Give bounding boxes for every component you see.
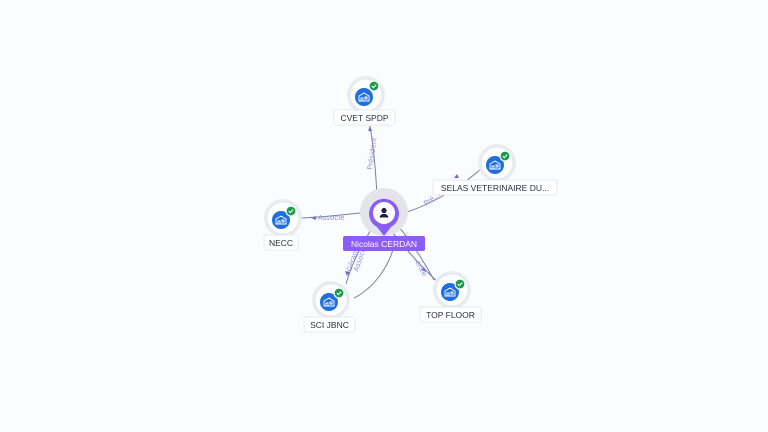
node-top-floor[interactable]: TOP FLOOR: [419, 271, 482, 323]
node-selas-veterinaire[interactable]: SELAS VETERINAIRE DU...: [432, 144, 558, 196]
arrow-topfloor: [421, 267, 426, 272]
building-icon: [441, 283, 459, 301]
center-node-person[interactable]: Nicolas CERDAN: [343, 188, 425, 251]
arrow-cvet: [368, 126, 372, 131]
node-label: SELAS VETERINAIRE DU...: [441, 183, 549, 193]
edge-sci-gerant: [345, 227, 373, 285]
building-icon: [320, 293, 338, 311]
arrow-sci: [345, 271, 350, 276]
verified-check-icon: [285, 205, 297, 217]
verified-check-icon: [333, 287, 345, 299]
edge-label-cvet: Président: [366, 137, 379, 171]
node-label: TOP FLOOR: [426, 310, 475, 320]
node-sci-jbnc[interactable]: SCI JBNC: [303, 281, 356, 333]
center-node-label: Nicolas CERDAN: [351, 239, 417, 249]
edge-topfloor-b: [397, 225, 435, 281]
node-necc[interactable]: NECC: [263, 199, 302, 251]
building-icon: [486, 156, 504, 174]
edge-label-necc: Associé: [318, 214, 344, 222]
arrow-selas: [454, 174, 459, 178]
verified-check-icon: [368, 80, 380, 92]
node-cvet-spdp[interactable]: CVET SPDP: [333, 76, 396, 126]
person-icon: [379, 207, 389, 218]
building-icon: [272, 211, 290, 229]
node-label: NECC: [269, 238, 293, 248]
verified-check-icon: [454, 278, 466, 290]
node-label: SCI JBNC: [310, 320, 349, 330]
building-icon: [355, 88, 373, 106]
arrow-necc: [311, 216, 316, 220]
verified-check-icon: [499, 150, 511, 162]
node-label: CVET SPDP: [340, 113, 388, 123]
